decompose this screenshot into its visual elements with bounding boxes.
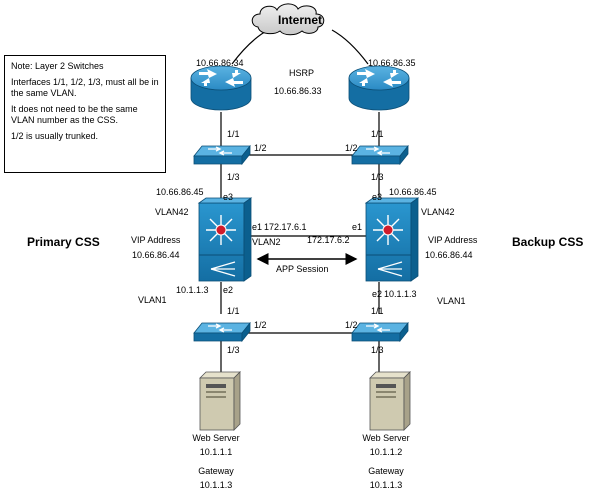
css-right-e1: e1 xyxy=(352,222,362,232)
css-right-vlan42: VLAN42 xyxy=(421,207,455,217)
bottom-switch-left xyxy=(193,321,251,343)
links xyxy=(220,29,380,372)
bottom-switch-right xyxy=(351,321,409,343)
bottom-switch-right-port-1-1: 1/1 xyxy=(371,306,384,316)
top-switch-right-port-1-3: 1/3 xyxy=(371,172,384,182)
router-left-address: 10.66.86.34 xyxy=(196,58,244,68)
server-left-gateway-label: Gateway xyxy=(198,466,234,476)
app-session-label: APP Session xyxy=(276,264,328,274)
bottom-switch-right-port-1-3: 1/3 xyxy=(371,345,384,355)
server-right-label: Web Server xyxy=(362,433,409,443)
bottom-switch-left-port-1-2: 1/2 xyxy=(254,320,267,330)
note-line-1: Interfaces 1/1, 1/2, 1/3, must all be in… xyxy=(11,77,159,98)
css-left-vlan42: VLAN42 xyxy=(155,207,189,217)
css-left xyxy=(197,197,253,282)
note-box: Note: Layer 2 Switches Interfaces 1/1, 1… xyxy=(4,55,166,173)
bottom-switch-right-port-1-2: 1/2 xyxy=(345,320,358,330)
web-server-left xyxy=(199,371,241,431)
css-left-vlan2: VLAN2 xyxy=(252,237,281,247)
note-title: Note: Layer 2 Switches xyxy=(11,61,104,71)
css-right-vip-label: VIP Address xyxy=(428,235,478,245)
css-left-e2-address: 10.1.1.3 xyxy=(176,285,209,295)
css-right xyxy=(364,197,420,282)
css-right-e3: e3 xyxy=(372,192,382,202)
top-switch-left-port-1-2: 1/2 xyxy=(254,143,267,153)
hsrp-address: 10.66.86.33 xyxy=(274,86,322,96)
router-right xyxy=(348,65,410,111)
hsrp-label: HSRP xyxy=(289,68,314,78)
server-left-ip: 10.1.1.1 xyxy=(200,447,233,457)
internet-cloud xyxy=(251,3,325,36)
server-right-ip: 10.1.1.2 xyxy=(370,447,403,457)
top-switch-right xyxy=(351,144,409,166)
css-right-e2-address: 10.1.1.3 xyxy=(384,289,417,299)
css-left-e1-address: 172.17.6.1 xyxy=(264,222,307,232)
css-right-e3-address: 10.66.86.45 xyxy=(389,187,437,197)
top-switch-right-port-1-2: 1/2 xyxy=(345,143,358,153)
css-left-vlan1: VLAN1 xyxy=(138,295,167,305)
css-right-e2: e2 xyxy=(372,289,382,299)
server-right-gateway: 10.1.1.3 xyxy=(370,480,403,490)
css-right-vlan1: VLAN1 xyxy=(437,296,466,306)
server-right-gateway-label: Gateway xyxy=(368,466,404,476)
css-left-e3: e3 xyxy=(223,192,233,202)
web-server-right xyxy=(369,371,411,431)
css-left-e3-address: 10.66.86.45 xyxy=(156,187,204,197)
css-left-vip: 10.66.86.44 xyxy=(132,250,180,260)
css-left-vip-label: VIP Address xyxy=(131,235,181,245)
note-line-3: 1/2 is usually trunked. xyxy=(11,131,99,141)
top-switch-left xyxy=(193,144,251,166)
top-switch-left-port-1-1: 1/1 xyxy=(227,129,240,139)
top-switch-left-port-1-3: 1/3 xyxy=(227,172,240,182)
server-left-label: Web Server xyxy=(192,433,239,443)
css-left-e1: e1 xyxy=(252,222,262,232)
bottom-switch-left-port-1-3: 1/3 xyxy=(227,345,240,355)
css-left-e2: e2 xyxy=(223,285,233,295)
note-line-2: It does not need to be the same VLAN num… xyxy=(11,104,138,125)
router-right-address: 10.66.86.35 xyxy=(368,58,416,68)
backup-css-title: Backup CSS xyxy=(512,235,583,249)
primary-css-title: Primary CSS xyxy=(27,235,100,249)
internet-label: Internet xyxy=(278,13,322,27)
server-left-gateway: 10.1.1.3 xyxy=(200,480,233,490)
link-router-right-internet xyxy=(331,29,369,65)
css-right-vip: 10.66.86.44 xyxy=(425,250,473,260)
css-right-e1-address: 172.17.6.2 xyxy=(307,235,350,245)
top-switch-right-port-1-1: 1/1 xyxy=(371,129,384,139)
router-left xyxy=(190,65,252,111)
bottom-switch-left-port-1-1: 1/1 xyxy=(227,306,240,316)
